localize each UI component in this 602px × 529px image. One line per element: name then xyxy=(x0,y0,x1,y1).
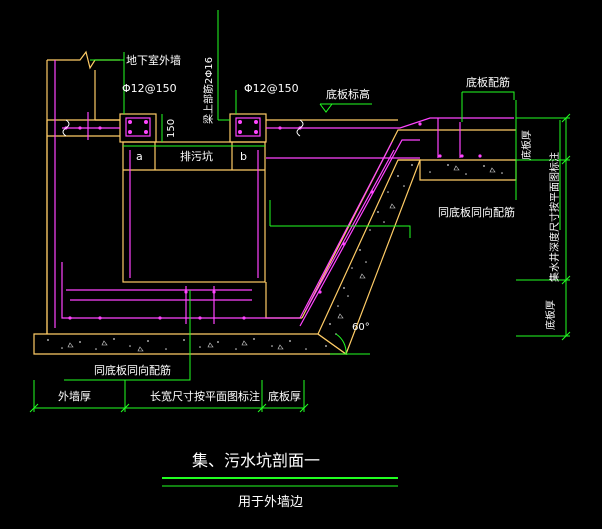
label-slab-thickness-bottom: 底板厚 xyxy=(268,389,301,403)
drawing-subtitle: 用于外墙边 xyxy=(238,495,303,510)
label-basement-outer-wall: 地下室外墙 xyxy=(126,53,181,67)
label-same-as-slab-right: 同底板同向配筋 xyxy=(438,205,515,219)
rebar-lines xyxy=(54,60,514,328)
label-outer-wall-thickness: 外墙厚 xyxy=(58,389,91,403)
label-pit-depth-note: 集水井深度尺寸按平面图标注 xyxy=(548,152,561,282)
annotation-labels: 地下室外墙 Φ12@150 Φ12@150 梁上部筋2Φ16 底板标高 底板配筋… xyxy=(58,53,561,403)
concrete-body xyxy=(33,159,517,355)
label-dim-a: a xyxy=(136,150,143,163)
label-rebar-left: Φ12@150 xyxy=(122,82,177,95)
label-slab-reinforcement: 底板配筋 xyxy=(466,75,510,89)
dimension-lines xyxy=(29,10,571,413)
label-slab-elevation: 底板标高 xyxy=(326,87,370,101)
label-dim-150: 150 xyxy=(166,119,177,138)
label-beam-top-rebar: 梁上部筋2Φ16 xyxy=(202,57,215,124)
label-slab-thickness-right-top: 底板厚 xyxy=(520,130,533,160)
rebar-dots xyxy=(64,120,482,320)
break-marks xyxy=(62,119,304,137)
drawing-title: 集、污水坑剖面一 xyxy=(192,451,320,470)
label-rebar-right: Φ12@150 xyxy=(244,82,299,95)
title-block: 集、污水坑剖面一 用于外墙边 xyxy=(162,451,398,510)
label-angle: 60° xyxy=(352,322,370,333)
label-dim-b: b xyxy=(240,150,247,163)
label-slab-thickness-right-bottom: 底板厚 xyxy=(544,300,557,330)
label-sump-pit: 排污坑 xyxy=(180,149,213,163)
label-same-as-slab-bottom: 同底板同向配筋 xyxy=(94,363,171,377)
label-length-width-note: 长宽尺寸按平面图标注 xyxy=(150,389,260,403)
